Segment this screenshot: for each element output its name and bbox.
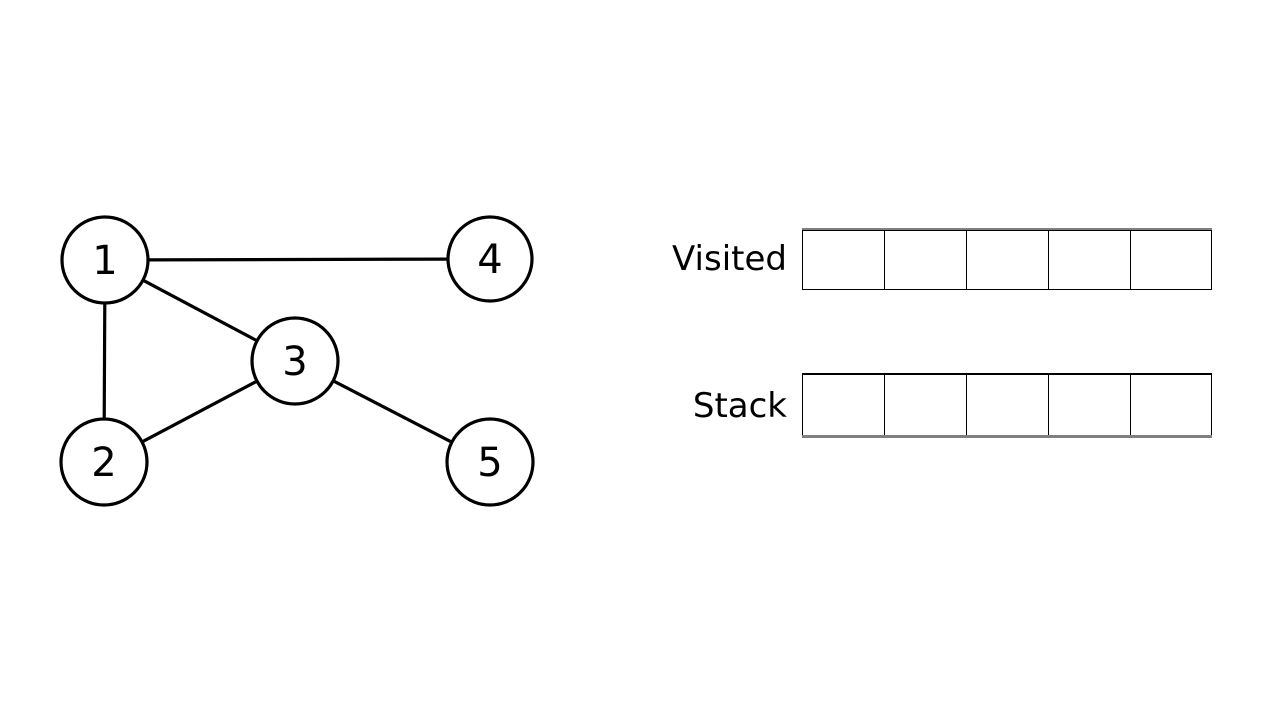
visited-cell-1[interactable] xyxy=(884,230,966,290)
graph-edge-1-3 xyxy=(142,278,258,343)
graph-edge-3-5 xyxy=(332,379,453,444)
graph-diagram: 1 2 3 4 5 xyxy=(59,215,535,507)
graph-node-1[interactable]: 1 xyxy=(60,215,150,305)
graph-edge-1-4 xyxy=(147,257,449,262)
graph-node-circle-3[interactable] xyxy=(250,316,340,406)
graph-node-label-3: 3 xyxy=(282,339,307,385)
graph-node-3[interactable]: 3 xyxy=(250,316,340,406)
stack-array-label: Stack xyxy=(692,385,787,426)
visited-array-label: Visited xyxy=(672,239,787,279)
graph-edge-1-2 xyxy=(102,302,107,420)
visited-array-panel: Visited xyxy=(672,228,1212,290)
graph-edge-layer xyxy=(102,257,453,444)
visited-cell-4[interactable] xyxy=(1130,230,1212,290)
graph-node-circle-4[interactable] xyxy=(446,215,534,303)
stack-array-grid[interactable] xyxy=(802,373,1212,438)
graph-node-label-5: 5 xyxy=(477,440,502,486)
stack-array-panel: Stack xyxy=(672,373,1212,438)
graph-node-circle-1[interactable] xyxy=(60,215,150,305)
graph-node-label-2: 2 xyxy=(91,440,116,486)
graph-node-5[interactable]: 5 xyxy=(445,417,535,507)
stack-cell-3[interactable] xyxy=(1048,375,1130,435)
stack-cell-1[interactable] xyxy=(884,375,966,435)
visited-cell-3[interactable] xyxy=(1048,230,1130,290)
graph-node-4[interactable]: 4 xyxy=(446,215,534,303)
visited-array-grid[interactable] xyxy=(802,228,1212,290)
graph-node-2[interactable]: 2 xyxy=(59,417,149,507)
graph-node-label-1: 1 xyxy=(92,238,117,284)
stack-cell-0[interactable] xyxy=(802,375,884,435)
graph-node-circle-2[interactable] xyxy=(59,417,149,507)
visited-cell-2[interactable] xyxy=(966,230,1048,290)
stack-cell-4[interactable] xyxy=(1130,375,1212,435)
graph-node-label-4: 4 xyxy=(477,237,502,283)
graph-node-circle-5[interactable] xyxy=(445,417,535,507)
graph-edge-2-3 xyxy=(141,379,258,444)
stack-cell-2[interactable] xyxy=(966,375,1048,435)
graph-node-layer: 1 2 3 4 5 xyxy=(59,215,535,507)
visited-cell-0[interactable] xyxy=(802,230,884,290)
